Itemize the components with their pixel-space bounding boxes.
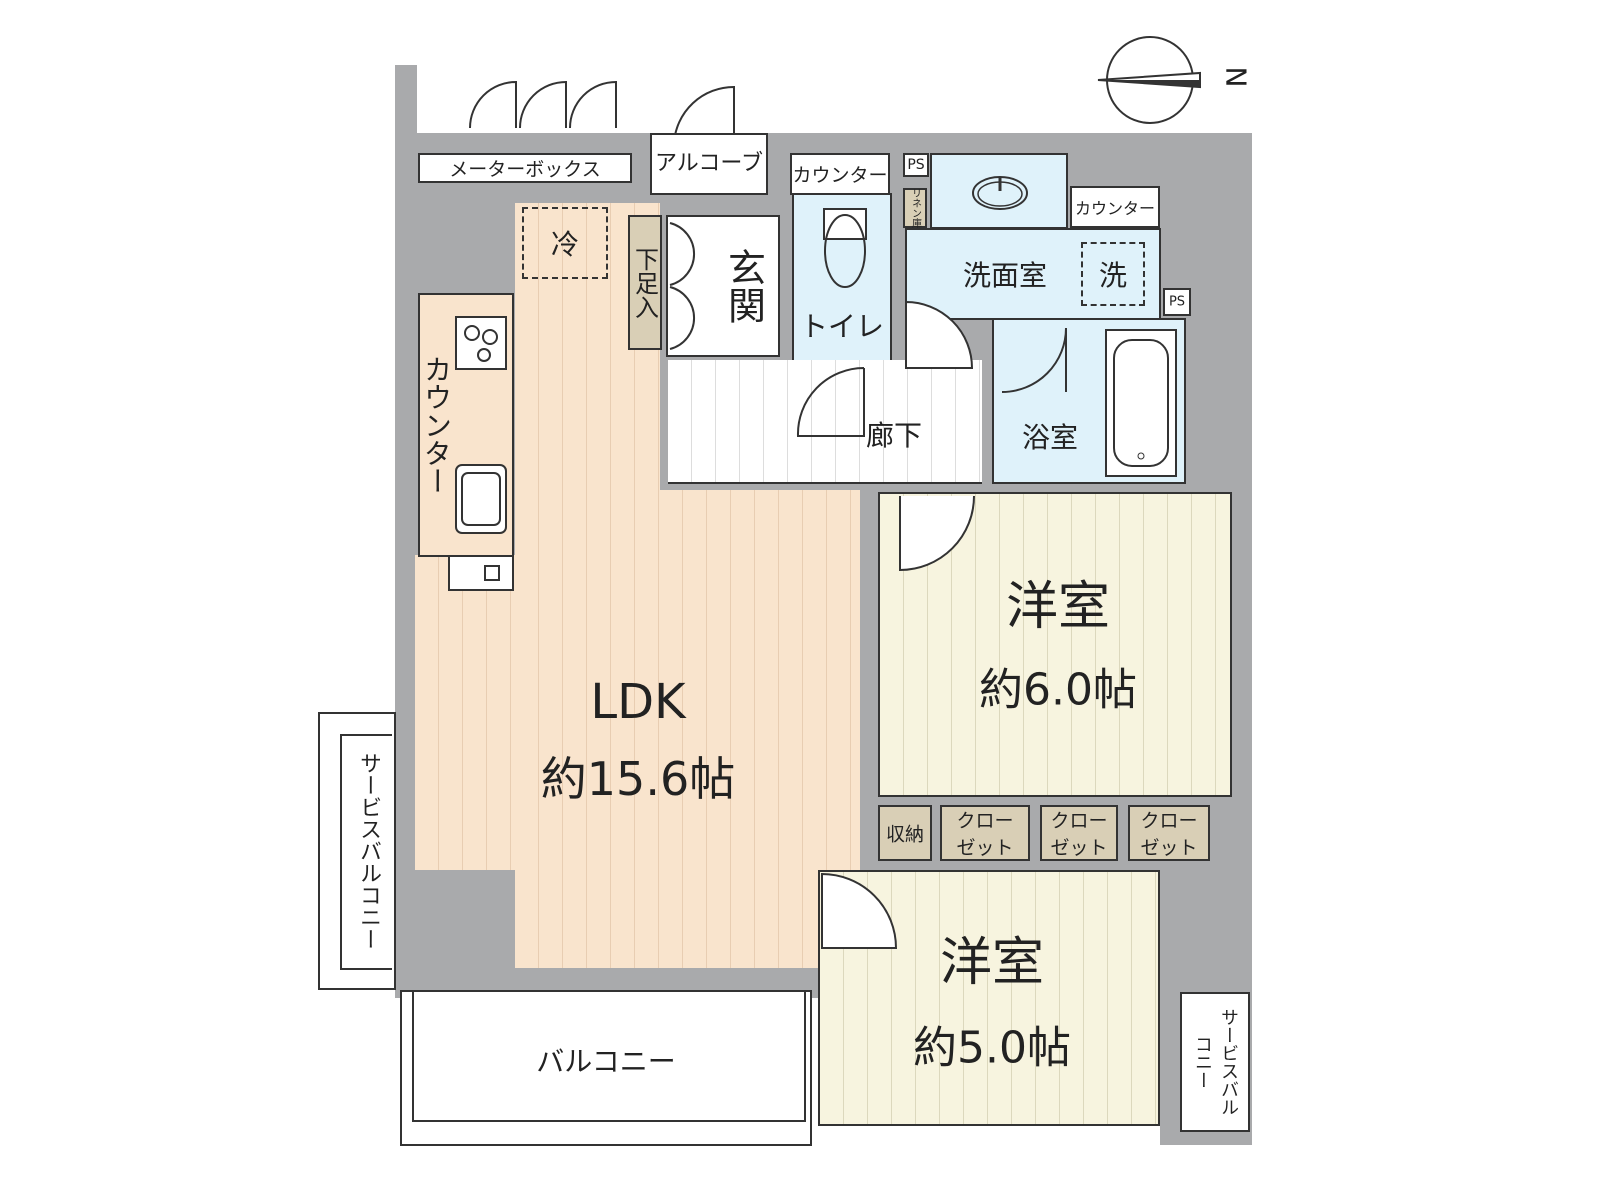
closet-2-label: クローゼット [1050, 810, 1108, 859]
service-balcony-right-label: サービスバルコニー [1192, 1008, 1239, 1116]
alcove: アルコーブ [650, 133, 768, 195]
meter-box: メーターボックス [418, 153, 632, 183]
toilet-label: トイレ [799, 310, 885, 343]
stove-icon [455, 316, 507, 370]
alcove-label: アルコーブ [654, 151, 764, 177]
closet-1-label: クローゼット [956, 810, 1014, 859]
washroom-door [905, 300, 974, 369]
linen-closet: リネン庫 [903, 188, 927, 228]
toilet-door [796, 367, 865, 437]
ldk-lower [515, 860, 812, 968]
service-balcony-left-label: サービスバルコニー [356, 752, 381, 950]
wash-counter-label: カウンター [1074, 199, 1156, 218]
entrance-door [672, 85, 752, 145]
ps-top: PS [903, 153, 929, 177]
storage-label: 収納 [885, 823, 925, 846]
western-room-1: 洋室 約6.0帖 [878, 492, 1232, 797]
ps-top-label: PS [907, 157, 925, 173]
shoe-cabinet: 下足入 [628, 215, 662, 350]
washer-label: 洗 [1098, 259, 1128, 292]
north-label: N [1219, 66, 1253, 88]
meter-box-label: メーターボックス [449, 158, 601, 181]
toilet: トイレ [792, 193, 892, 365]
western-room-2-name: 洋室 [939, 933, 1045, 994]
wash-counter: カウンター [1070, 186, 1160, 228]
service-balcony-right: サービスバルコニー [1180, 992, 1250, 1132]
ldk-name: LDK [590, 673, 686, 730]
closet-3: クローゼット [1128, 805, 1210, 861]
north-arrow-icon [1097, 36, 1201, 124]
shoe-cabinet-doors [669, 222, 696, 350]
vanity [930, 153, 1068, 229]
kitchen-end-counter [448, 555, 514, 591]
bathroom-door [1001, 327, 1067, 393]
western-room-1-size: 約6.0帖 [979, 664, 1137, 716]
fridge-label: 冷 [550, 228, 580, 261]
bathroom-label: 浴室 [1021, 421, 1079, 454]
compass: N [1090, 35, 1253, 130]
kitchen-counter: カウンター [418, 293, 514, 557]
western-room-1-door [899, 495, 975, 572]
hallway-label: 廊下 [865, 419, 923, 452]
closet-2: クローゼット [1040, 805, 1118, 861]
storage: 収納 [878, 805, 932, 861]
washroom-label: 洗面室 [962, 259, 1048, 292]
kitchen-counter-label: カウンター [420, 355, 453, 495]
ldk-left [415, 555, 520, 870]
service-balcony-left: サービスバルコニー [318, 712, 396, 990]
meter-box-doors [468, 80, 628, 130]
toilet-icon [823, 208, 867, 288]
ldk-size: 約15.6帖 [540, 752, 736, 807]
hallway: 廊下 [668, 300, 982, 484]
outer-wall-left [395, 65, 417, 145]
balcony-label: バルコニー [536, 1045, 676, 1079]
sink-icon [972, 176, 1028, 210]
closet-3-label: クローゼット [1140, 810, 1198, 859]
washer-space: 洗 [1081, 242, 1145, 306]
bathroom: 浴室 [992, 318, 1186, 484]
closet-1: クローゼット [940, 805, 1030, 861]
western-room-1-name: 洋室 [1005, 577, 1111, 638]
fridge-space: 冷 [522, 207, 608, 279]
toilet-counter: カウンター [790, 153, 890, 195]
western-room-2-door [821, 872, 898, 949]
ps-right-label: PS [1168, 294, 1186, 310]
entrance: 玄関 [666, 215, 780, 357]
shoe-cabinet-label: 下足入 [630, 246, 659, 319]
bathtub-icon [1105, 329, 1177, 477]
ps-right: PS [1163, 288, 1191, 316]
balcony: バルコニー [400, 990, 812, 1146]
western-room-2: 洋室 約5.0帖 [818, 870, 1160, 1126]
entrance-label: 玄関 [721, 248, 766, 324]
washroom: 洗面室 洗 [905, 228, 1161, 320]
linen-label: リネン庫 [909, 188, 921, 228]
toilet-counter-label: カウンター [792, 164, 888, 187]
kitchen-sink-icon [455, 464, 507, 534]
western-room-2-size: 約5.0帖 [913, 1022, 1071, 1074]
